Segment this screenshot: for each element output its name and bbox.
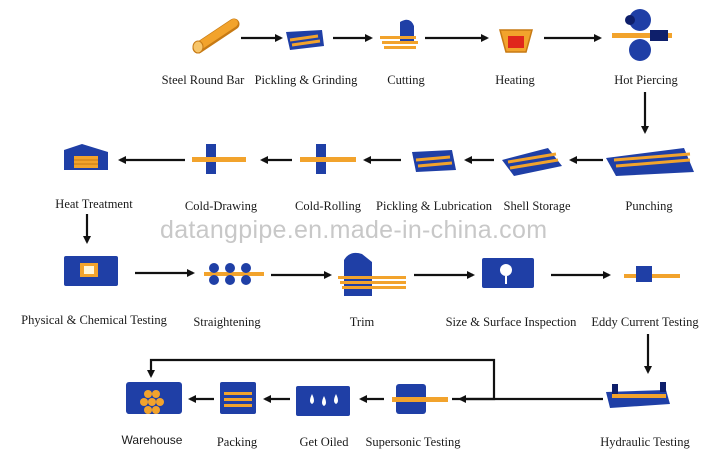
cold-drawing-icon: [192, 144, 246, 174]
label-cold-rolling: Cold-Rolling: [295, 199, 361, 213]
straightening-rollers-icon: [204, 263, 264, 285]
warehouse-pipes-icon: [126, 382, 182, 414]
pickling-tank-icon: [286, 30, 324, 50]
hydraulic-test-bench-icon: [606, 382, 670, 408]
heat-treatment-furnace-icon: [64, 144, 108, 170]
trim-machine-icon: [338, 252, 406, 296]
label-heating: Heating: [495, 73, 535, 87]
label-straightening: Straightening: [193, 315, 261, 329]
cutting-saw-icon: [380, 19, 418, 49]
inspection-lens-icon: [482, 258, 534, 288]
shell-storage-icon: [502, 148, 562, 176]
label-punching: Punching: [625, 199, 673, 213]
label-supersonic-testing: Supersonic Testing: [365, 435, 461, 449]
label-size-surface-inspection: Size & Surface Inspection: [445, 315, 577, 329]
label-packing: Packing: [216, 435, 258, 449]
packing-bundle-icon: [220, 382, 256, 414]
eddy-current-icon: [624, 266, 680, 282]
label-heat-treatment: Heat Treatment: [55, 197, 133, 211]
piercing-rollers-icon: [612, 9, 672, 61]
label-warehouse: Warehouse: [121, 433, 183, 447]
watermark: datangpipe.en.made-in-china.com: [160, 216, 548, 244]
lubrication-tank-icon: [412, 150, 456, 172]
label-cold-drawing: Cold-Drawing: [184, 199, 258, 213]
label-shell-storage: Shell Storage: [503, 199, 571, 213]
cold-rolling-icon: [300, 144, 356, 174]
label-cutting: Cutting: [387, 73, 425, 87]
label-get-oiled: Get Oiled: [299, 435, 349, 449]
label-hot-piercing: Hot Piercing: [614, 73, 678, 87]
label-trim: Trim: [349, 315, 375, 329]
label-hydraulic-testing: Hydraulic Testing: [600, 435, 690, 449]
flow-arrows: [83, 34, 652, 403]
lab-monitor-icon: [64, 256, 118, 286]
label-physical-chemical-testing: Physical & Chemical Testing: [21, 313, 167, 327]
supersonic-tester-icon: [392, 384, 448, 414]
heating-furnace-icon: [499, 29, 533, 53]
label-pickling-grinding: Pickling & Grinding: [254, 73, 358, 87]
return-loop-line: [147, 358, 496, 401]
label-eddy-current-testing: Eddy Current Testing: [591, 315, 699, 329]
punching-machine-icon: [606, 148, 694, 176]
oil-drops-icon: [296, 386, 350, 416]
label-steel-round-bar: Steel Round Bar: [161, 73, 245, 87]
round-bar-icon: [192, 18, 240, 54]
label-pickling-lubrication: Pickling & Lubrication: [376, 199, 492, 213]
